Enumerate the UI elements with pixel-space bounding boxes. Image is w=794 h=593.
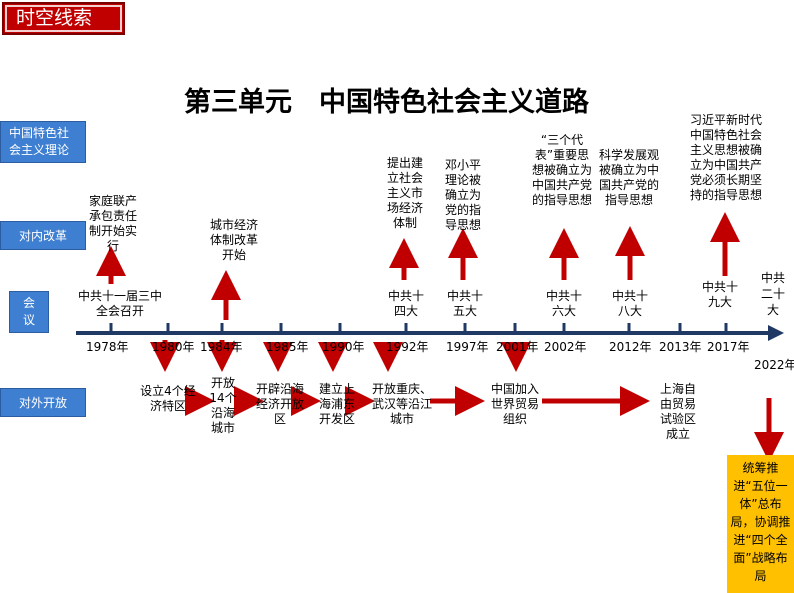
year-label: 2002年	[544, 340, 587, 354]
opening-item: 开放14个沿海城市	[209, 376, 237, 435]
down-arrows	[150, 340, 784, 462]
year-label: 1990年	[322, 340, 365, 354]
meeting-item: 中共十六大	[545, 289, 582, 318]
meeting-item: 中共十五大	[446, 289, 483, 318]
reform-item: 家庭联产承包责任制开始实行	[89, 194, 138, 253]
meeting-item: 中共十一届三中全会召开	[78, 289, 163, 318]
opening-item: 开放重庆、武汉等沿江城市	[371, 382, 432, 426]
year-label: 1984年	[200, 340, 243, 354]
side-label-theory: 中国特色社会主义理论	[0, 121, 86, 163]
year-label: 2001年	[496, 340, 539, 354]
year-label: 2012年	[609, 340, 652, 354]
meeting-item: 中共二十大	[760, 271, 785, 317]
theory-item: 提出建立社会主义市场经济体制	[386, 156, 423, 230]
side-label-meeting: 会议	[9, 291, 49, 333]
opening-item: 上海自由贸易试验区成立	[659, 382, 696, 441]
meeting-item: 中共十九大	[701, 280, 738, 309]
theory-item: 习近平新时代中国特色社会主义思想被确立为中国共产党必须长期坚持的指导思想	[689, 113, 762, 202]
axis-ticks	[109, 323, 728, 333]
year-label: 1985年	[266, 340, 309, 354]
up-arrows	[96, 212, 740, 320]
year-label: 2022年	[754, 358, 794, 372]
opening-item: 建立上海浦东开发区	[318, 382, 355, 426]
meeting-item: 中共十八大	[611, 289, 648, 318]
opening-item: 开辟沿海经济开放区	[256, 382, 305, 426]
section-header-tag: 时空线索	[2, 2, 125, 35]
theory-item: “三个代表”重要思想被确立为中国共产党的指导思想	[532, 133, 593, 207]
year-label: 1978年	[86, 340, 129, 354]
page-title: 第三单元 中国特色社会主义道路	[184, 87, 589, 118]
year-label: 2013年	[659, 340, 702, 354]
theory-item: 邓小平理论被确立为党的指导思想	[444, 158, 481, 232]
year-label: 1980年	[152, 340, 195, 354]
year-label: 2017年	[707, 340, 750, 354]
side-label-opening: 对外开放	[0, 388, 86, 417]
opening-item: 设立4个经济特区	[140, 384, 196, 413]
year-label: 1992年	[386, 340, 429, 354]
year-label: 1997年	[446, 340, 489, 354]
side-label-reform: 对内改革	[0, 221, 86, 250]
reform-item: 城市经济体制改革开始	[210, 218, 259, 262]
summary-note: 统筹推进“五位一体”总布局，协调推进“四个全面”战略布局	[727, 455, 794, 593]
opening-item: 中国加入世界贸易组织	[490, 382, 539, 426]
theory-item: 科学发展观被确立为中国共产党的指导思想	[599, 148, 660, 207]
meeting-item: 中共十四大	[387, 289, 424, 318]
